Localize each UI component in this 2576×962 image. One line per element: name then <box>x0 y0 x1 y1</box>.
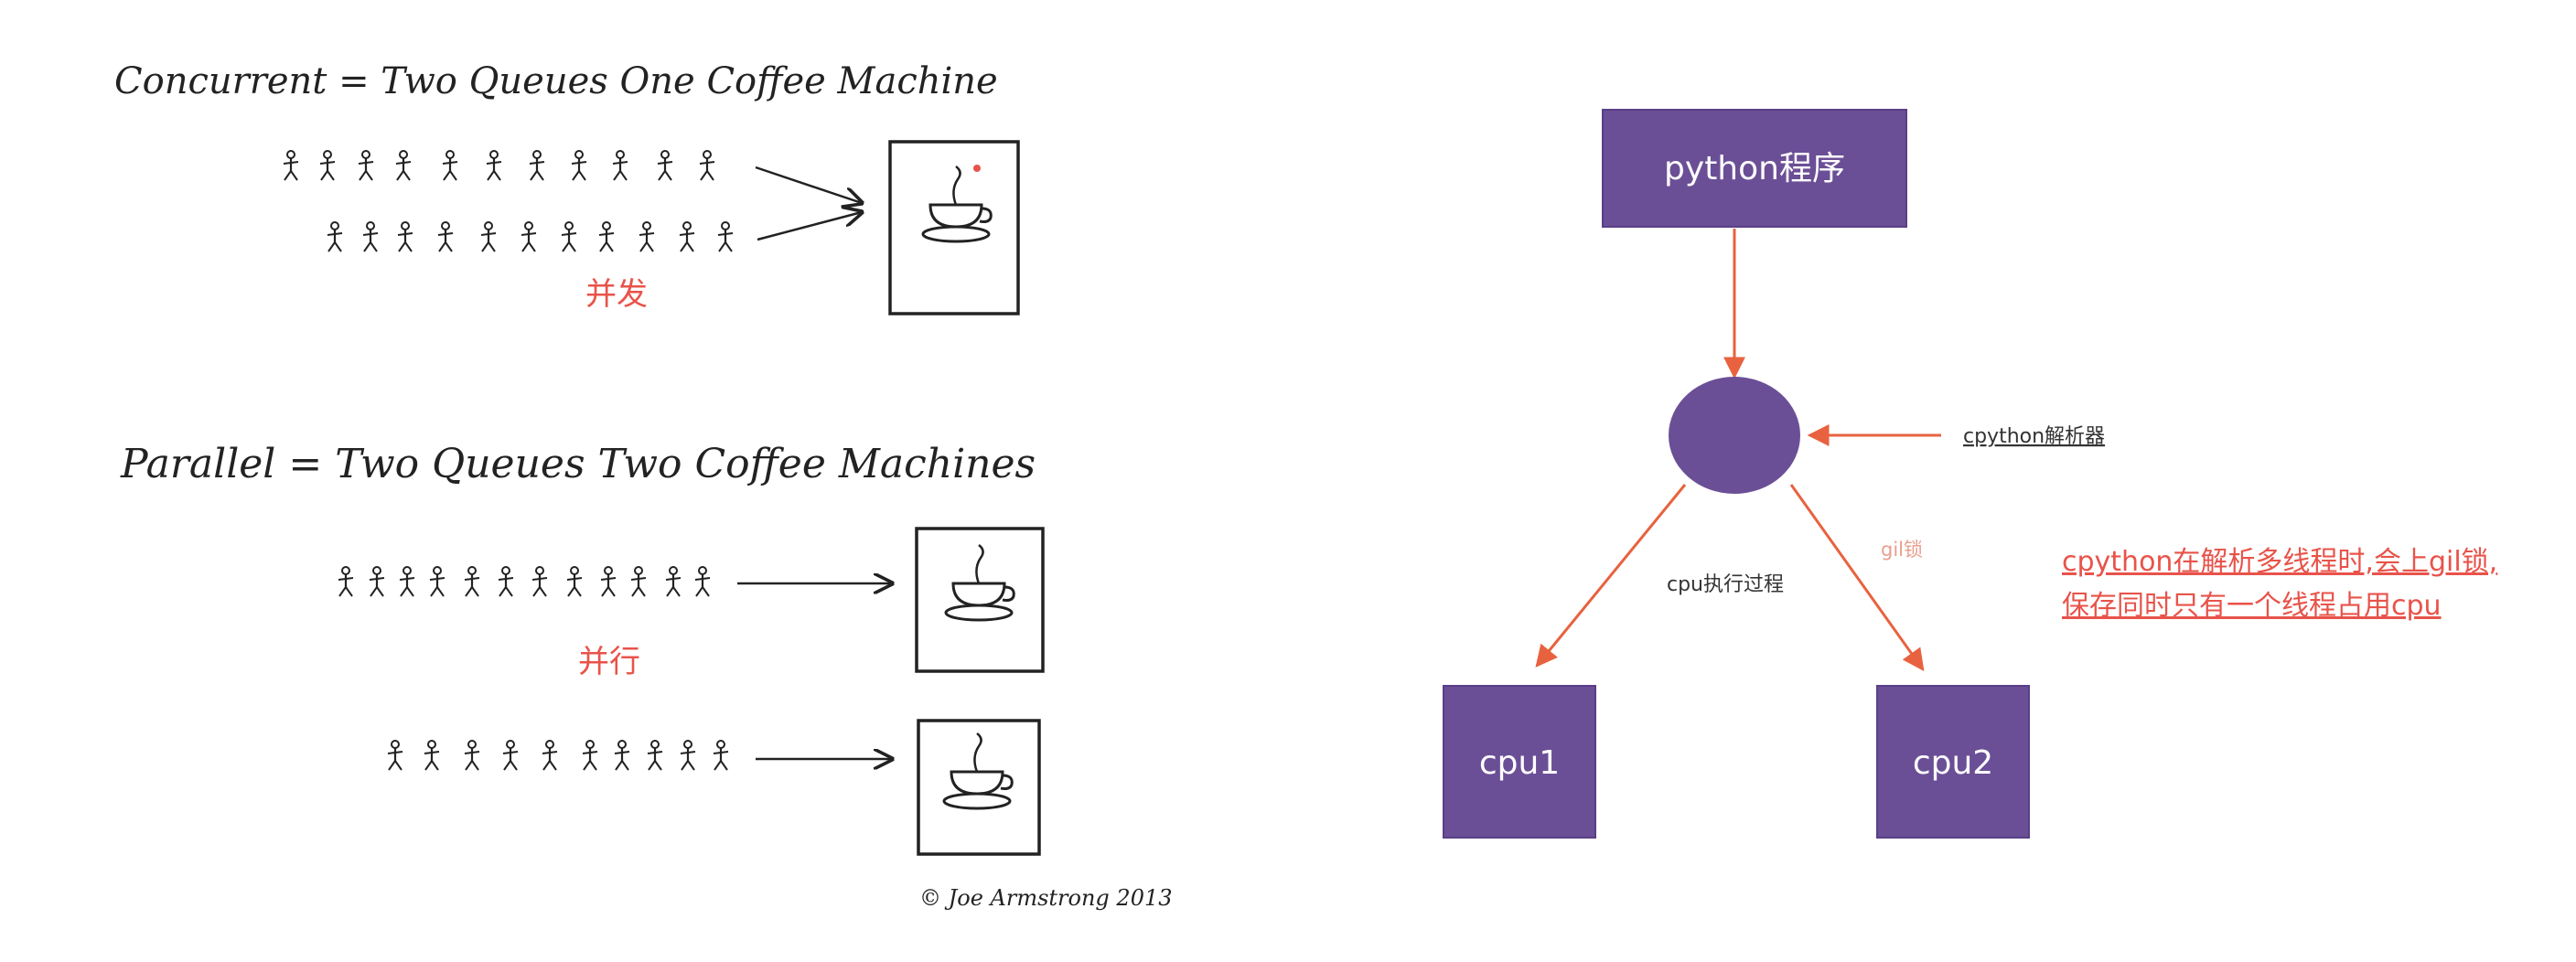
interpreter-label: cpython解析器 <box>1963 425 2105 448</box>
exec-label: cpu执行过程 <box>1667 573 1784 596</box>
program-box-label: python程序 <box>1664 150 1845 187</box>
coffee-machine-2 <box>917 719 1041 856</box>
program-box: python程序 <box>1602 109 1907 228</box>
parallel-heading: Parallel = Two Queues Two Coffee Machine… <box>120 441 1036 487</box>
arrow-to-cpu1 <box>1535 484 1687 668</box>
interpreter-node <box>1669 377 1800 494</box>
concurrent-arrow-bottom <box>757 212 862 241</box>
coffee-machine-1 <box>915 527 1045 673</box>
cpu2-box: cpu2 <box>1876 685 2030 839</box>
gil-note-line-1: cpython在解析多线程时,会上gil锁, <box>2062 546 2497 578</box>
parallel-cn-label: 并行 <box>578 644 640 680</box>
coffee-machine-shared <box>888 140 1020 315</box>
arrow-to-cpu2 <box>1789 484 1925 671</box>
concurrent-heading: Concurrent = Two Queues One Coffee Machi… <box>114 60 998 102</box>
credit-text: © Joe Armstrong 2013 <box>919 885 1173 911</box>
gil-label: gil锁 <box>1881 539 1923 561</box>
concurrent-arrow-top <box>755 166 862 203</box>
parallel-queue-bottom <box>386 739 730 772</box>
concurrent-queue-top <box>282 149 716 182</box>
gil-note-line-2: 保存同时只有一个线程占用cpu <box>2062 590 2442 622</box>
cpu1-box-label: cpu1 <box>1479 744 1560 782</box>
cpu1-box: cpu1 <box>1443 685 1596 839</box>
gil-note: cpython在解析多线程时,会上gil锁, 保存同时只有一个线程占用cpu <box>2062 546 2497 622</box>
cpu2-box-label: cpu2 <box>1913 744 1993 782</box>
concurrent-queue-bottom <box>326 220 735 253</box>
concurrent-cn-label: 并发 <box>585 276 648 313</box>
parallel-queue-top <box>337 565 712 598</box>
